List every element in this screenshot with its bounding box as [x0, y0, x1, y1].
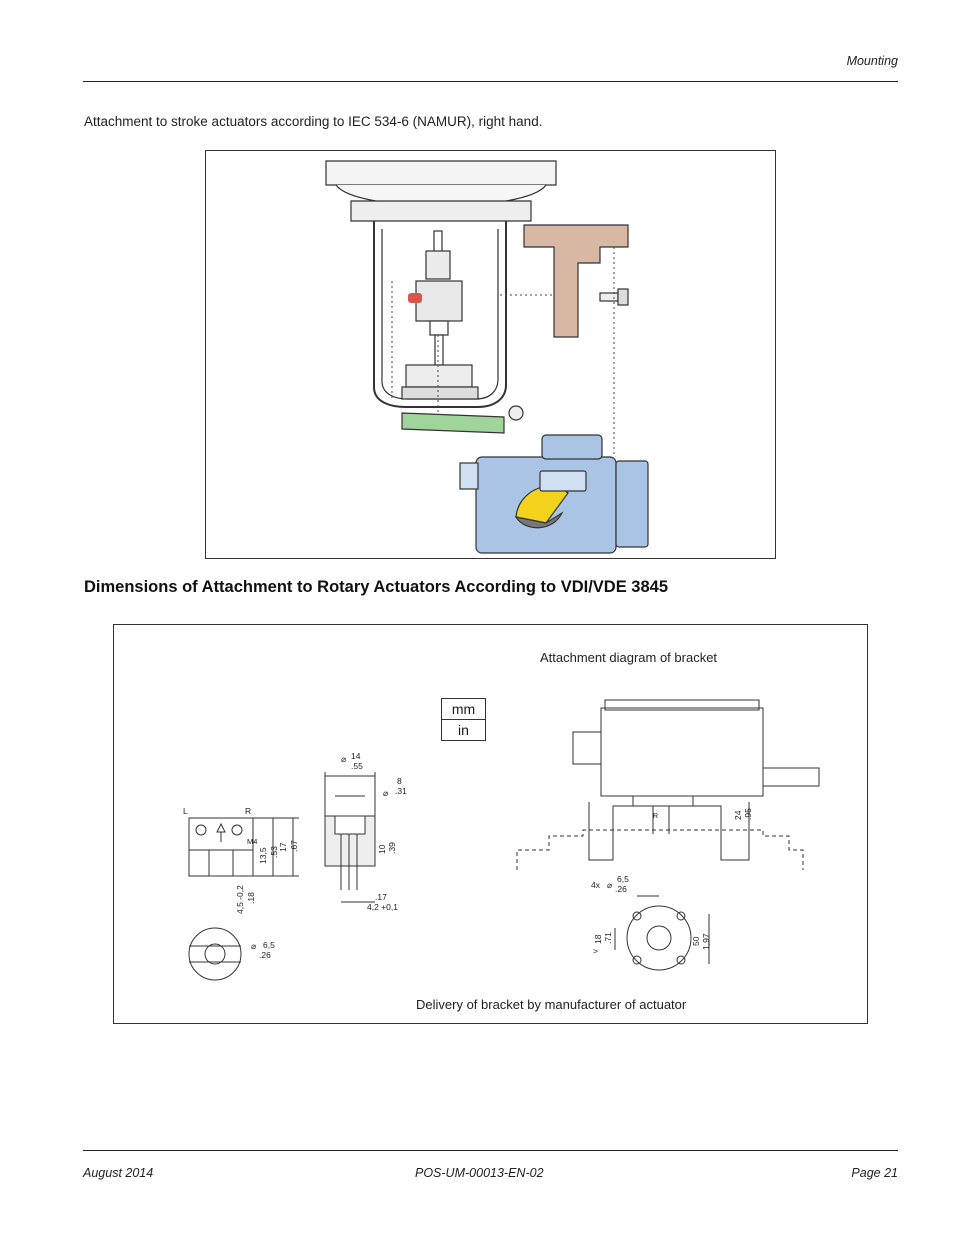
actuator-neck [350, 200, 532, 222]
dim-026: .26 [259, 950, 271, 960]
dim-18: 18 [593, 934, 603, 944]
label-l: L [183, 806, 188, 816]
dim-018: .18 [246, 892, 256, 904]
stem-nut [425, 250, 451, 280]
caption-bracket-delivery: Delivery of bracket by manufacturer of a… [416, 997, 687, 1012]
footer-date: August 2014 [83, 1166, 154, 1180]
header-section-label: Mounting [846, 54, 898, 68]
technical-drawing: L R M4 13,5 .53 17 .67 4,5 -0,2 .18 ⌀ 14… [183, 699, 820, 981]
footer-page-number: Page 21 [851, 1166, 898, 1180]
header-rule [83, 81, 898, 82]
dimension-drawing-frame [113, 624, 868, 1024]
footer-rule [83, 1150, 898, 1151]
feedback-lever [401, 412, 505, 434]
coupling-bottom-view [188, 927, 242, 981]
dim-50: 50 [691, 936, 701, 946]
mounting-bracket [523, 224, 629, 338]
dim-4-2: 4,2 +0,1 [367, 902, 398, 912]
unit-mm: mm [451, 701, 476, 717]
stem-coupling [415, 280, 463, 322]
diameter-symbol-6-5: ⌀ [251, 941, 257, 951]
dim-13-5: 13,5 [258, 847, 268, 864]
dim-071: .71 [603, 932, 613, 944]
dim-6-5b: 6,5 [617, 874, 629, 884]
unit-in: in [442, 719, 485, 740]
intro-text: Attachment to stroke actuators according… [84, 114, 543, 129]
dim-026b: .26 [615, 884, 627, 894]
dim-10: 10 [377, 844, 387, 854]
stroke-actuator-illustration [205, 150, 776, 559]
label-r: R [245, 806, 251, 816]
unit-legend: mm in [441, 698, 486, 741]
dim-031: .31 [395, 786, 407, 796]
valve-nut [405, 364, 473, 388]
dim-4-5: 4,5 -0,2 [235, 885, 245, 914]
coupling-front-view [188, 817, 254, 877]
stroke-actuator-drawing [325, 160, 649, 554]
dim-095: .95 [743, 808, 753, 820]
diameter-symbol-14: ⌀ [341, 754, 347, 764]
dim-197: 1,97 [701, 933, 711, 950]
dim-8: 8 [397, 776, 402, 786]
dim-039: .39 [387, 842, 397, 854]
greater-than-symbol: > [593, 946, 598, 956]
bracket-outline [588, 802, 750, 861]
dim-14: 14 [351, 751, 361, 761]
label-m4: M4 [247, 837, 257, 846]
positioner-outline [600, 707, 764, 797]
dim-6-5: 6,5 [263, 940, 275, 950]
dim-17: 17 [278, 842, 288, 852]
dim-053: .53 [269, 846, 279, 858]
dim-4x: 4x [591, 880, 601, 890]
diameter-symbol-4x: ⌀ [607, 880, 613, 890]
pin-red [408, 293, 422, 303]
caption-attachment-diagram: Attachment diagram of bracket [540, 650, 718, 665]
diaphragm-housing [325, 160, 557, 186]
flange-outline [626, 905, 692, 971]
dim-067: .67 [289, 840, 299, 852]
dim-24: 24 [733, 810, 743, 820]
dim-017: .17 [375, 892, 387, 902]
diameter-symbol-8: ⌀ [383, 788, 389, 798]
label-r-small: R [653, 813, 658, 820]
footer-document-id: POS-UM-00013-EN-02 [415, 1166, 544, 1180]
section-heading: Dimensions of Attachment to Rotary Actua… [84, 578, 669, 596]
dim-055: .55 [351, 761, 363, 771]
